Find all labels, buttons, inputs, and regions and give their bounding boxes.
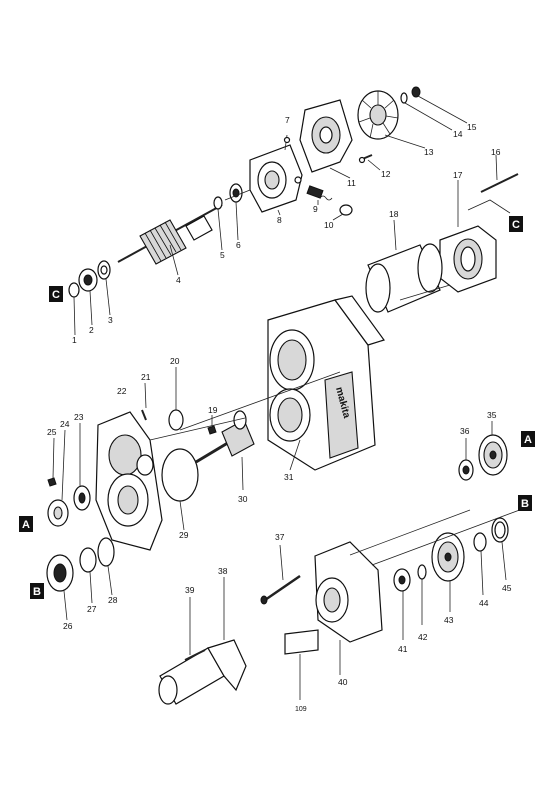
- label-24: 24: [60, 419, 70, 429]
- svg-text:B: B: [33, 586, 41, 598]
- label-40: 40: [338, 677, 348, 687]
- marker-c-left: C: [49, 286, 63, 302]
- label-19: 19: [208, 405, 218, 415]
- bearing-part-36: [458, 438, 474, 481]
- end-cover-part-11: [299, 99, 353, 179]
- gear-case-part-40: [314, 541, 383, 675]
- motor-housing-part-31: makita: [267, 295, 385, 471]
- gear-housing-part-29-22: [95, 411, 163, 551]
- label-16: 16: [491, 147, 501, 157]
- label-45: 45: [502, 583, 512, 593]
- label-9: 9: [313, 204, 318, 214]
- marker-a-left: A: [19, 516, 33, 532]
- label-38: 38: [218, 566, 228, 576]
- label-39: 39: [185, 585, 195, 595]
- spindle-part-30: [195, 410, 255, 491]
- label-41: 41: [398, 644, 408, 654]
- label-35: 35: [487, 410, 497, 420]
- label-15: 15: [467, 122, 477, 132]
- label-44: 44: [479, 598, 489, 608]
- gasket-part-29: [161, 448, 199, 531]
- label-4: 4: [176, 275, 181, 285]
- marker-b-right: B: [518, 495, 532, 511]
- bearing-set-1-3: [68, 260, 111, 336]
- label-18: 18: [389, 209, 399, 219]
- label-109: 109: [295, 706, 307, 713]
- brush-holder-part-8: [249, 134, 303, 216]
- gear-part-35: [478, 421, 508, 476]
- label-25: 25: [47, 427, 57, 437]
- marker-b-left: B: [30, 583, 44, 599]
- label-8: 8: [277, 215, 282, 225]
- label-12: 12: [381, 169, 391, 179]
- label-14: 14: [453, 129, 463, 139]
- label-6: 6: [236, 240, 241, 250]
- fan-part-13: [357, 90, 426, 149]
- label-31: 31: [284, 472, 294, 482]
- assembly-lines: [149, 189, 526, 566]
- field-part-17: [439, 180, 511, 293]
- ring-part-42: [417, 564, 427, 625]
- ring-part-45: [491, 517, 509, 581]
- label-3: 3: [108, 315, 113, 325]
- svg-text:B: B: [521, 498, 529, 510]
- label-5: 5: [220, 250, 225, 260]
- side-handle-part-38: [158, 577, 247, 705]
- marker-c-right: C: [509, 216, 523, 232]
- label-13: 13: [424, 147, 434, 157]
- label-30: 30: [238, 494, 248, 504]
- screw-part-12: [358, 154, 381, 171]
- svg-text:C: C: [512, 219, 520, 231]
- label-7: 7: [285, 115, 290, 125]
- carbon-brush-part-9-10: [306, 185, 353, 221]
- label-37: 37: [275, 532, 285, 542]
- bearing-set-26-28: [46, 537, 115, 621]
- label-23: 23: [74, 412, 84, 422]
- label-21: 21: [141, 372, 151, 382]
- armature-part-4: [117, 204, 223, 276]
- housing-sleeve-part-18: [365, 219, 443, 313]
- label-29: 29: [179, 530, 189, 540]
- gear-part-43: [431, 532, 465, 612]
- svg-text:A: A: [524, 434, 532, 446]
- label-28: 28: [108, 595, 118, 605]
- label-20: 20: [170, 356, 180, 366]
- nut-washer-part-14-15: [400, 86, 468, 131]
- label-43: 43: [444, 615, 454, 625]
- label-42: 42: [418, 632, 428, 642]
- screw-part-39: [184, 597, 206, 661]
- part-number-labels: 1 2 3 4 5 6 7 8 9 10 11 12 13 14 15 16 1…: [47, 115, 512, 713]
- sleeve-part-44: [473, 532, 487, 596]
- label-1: 1: [72, 335, 77, 345]
- label-plate-part-109: [284, 629, 319, 700]
- pin-part-21: [141, 382, 147, 421]
- label-17: 17: [453, 170, 463, 180]
- pin-part-16: [480, 154, 519, 193]
- label-10: 10: [324, 220, 334, 230]
- label-11: 11: [347, 178, 356, 188]
- small-parts-23-25: [47, 423, 91, 527]
- bearing-part-41: [393, 568, 411, 640]
- svg-text:A: A: [22, 519, 30, 531]
- label-27: 27: [87, 604, 97, 614]
- o-ring-part-20: [168, 367, 184, 431]
- label-26: 26: [63, 621, 73, 631]
- key-part-19: [207, 415, 217, 435]
- label-2: 2: [89, 325, 94, 335]
- label-36: 36: [460, 426, 470, 436]
- screw-part-37: [260, 544, 301, 605]
- marker-a-right: A: [521, 431, 535, 447]
- label-22: 22: [117, 386, 127, 396]
- svg-text:C: C: [52, 289, 60, 301]
